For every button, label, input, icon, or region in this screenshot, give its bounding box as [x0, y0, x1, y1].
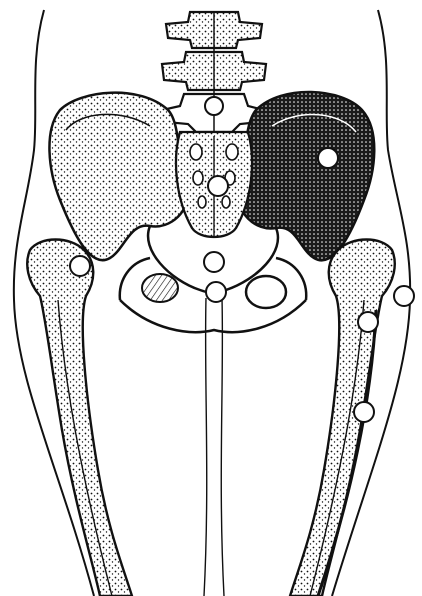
- midline: [204, 298, 224, 596]
- femur-left: [27, 240, 132, 596]
- marker-femur-upper-right: [358, 312, 378, 332]
- marker-greater-trochanter-left: [70, 256, 90, 276]
- marker-iliac-crest: [318, 148, 338, 168]
- marker-greater-trochanter-right: [394, 286, 414, 306]
- marker-sacrum-mid: [208, 176, 228, 196]
- marker-femur-mid-right: [354, 402, 374, 422]
- marker-coccyx: [204, 252, 224, 272]
- ilium-right: [239, 92, 374, 260]
- marker-sacral-top: [205, 97, 223, 115]
- ilium-left: [49, 93, 187, 261]
- marker-pubis: [206, 282, 226, 302]
